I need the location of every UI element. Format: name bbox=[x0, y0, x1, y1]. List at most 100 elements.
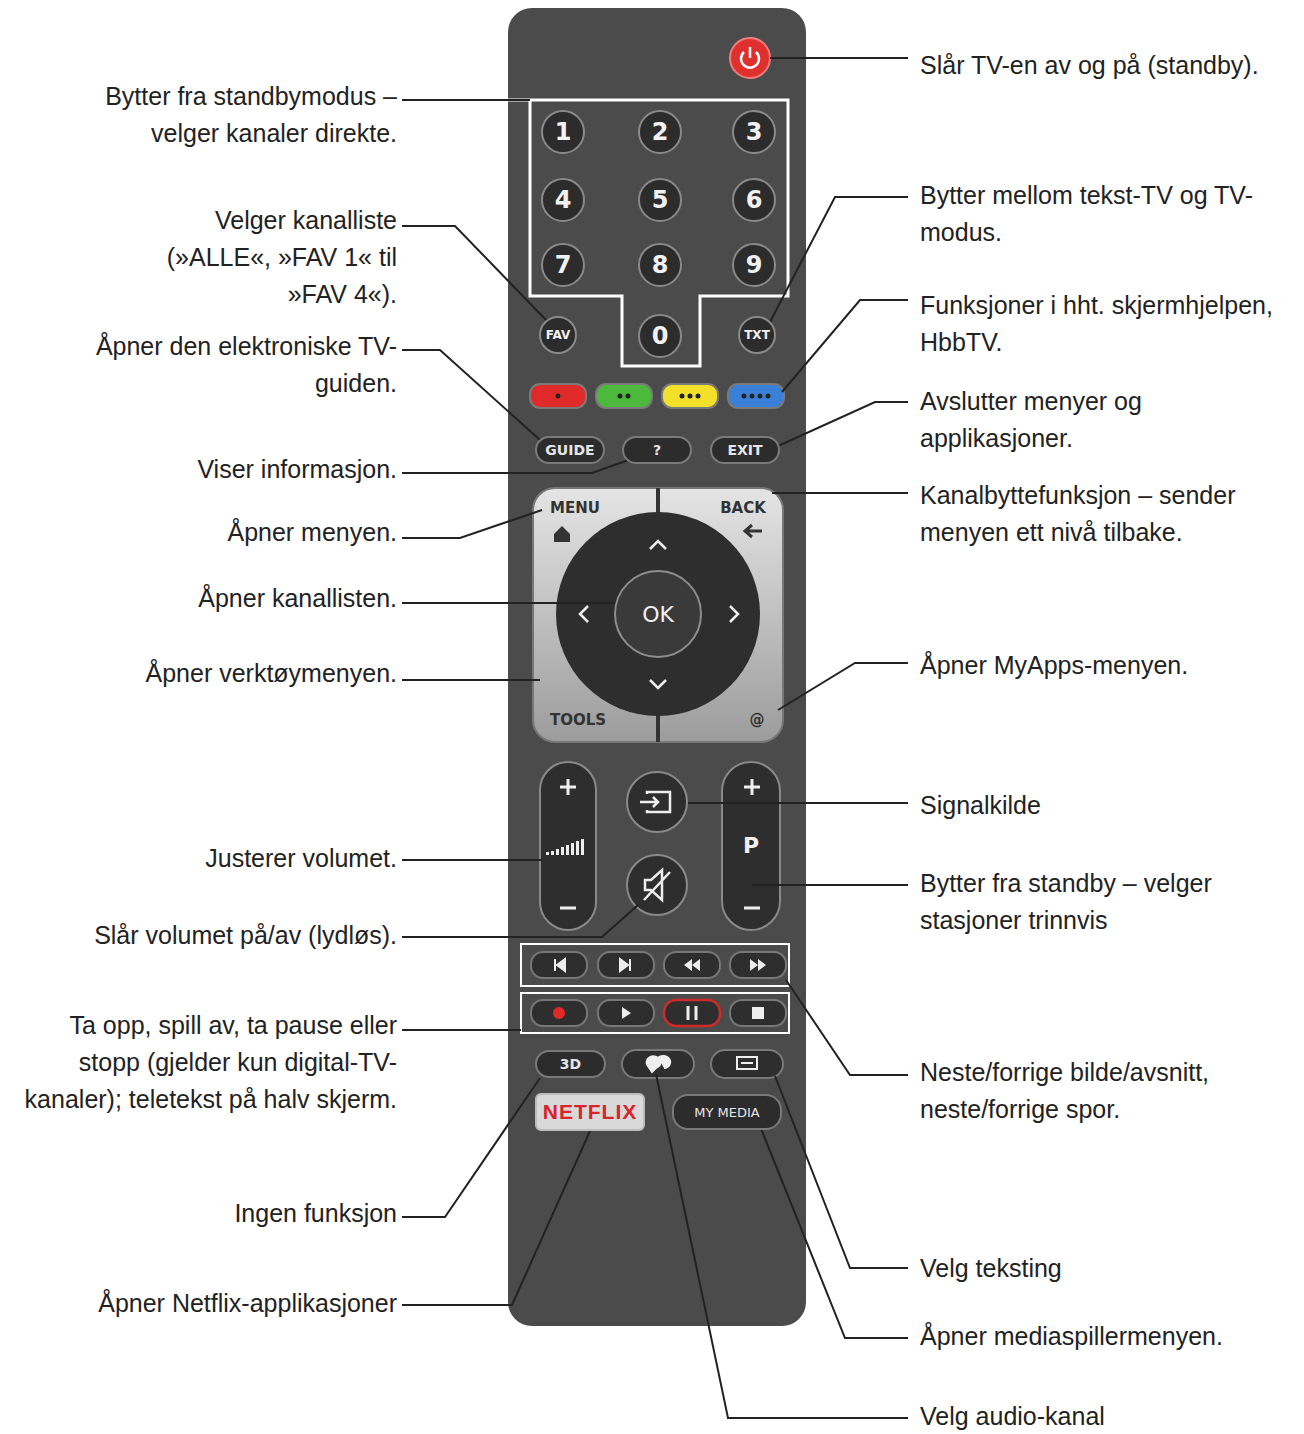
netflix-button: NETFLIX bbox=[535, 1093, 645, 1131]
callout-label: Signalkilde bbox=[920, 787, 1300, 824]
pause-icon bbox=[688, 1006, 696, 1020]
callout-label: Ingen funksjon bbox=[17, 1195, 397, 1232]
button-text: MENU bbox=[550, 499, 600, 517]
plus-symbol bbox=[560, 779, 576, 795]
transport-frame bbox=[521, 944, 789, 986]
callout-label: Kanalbyttefunksjon – sender menyen ett n… bbox=[920, 477, 1265, 551]
button-text: 1 bbox=[555, 118, 572, 146]
play-icon bbox=[622, 1007, 631, 1019]
record-icon bbox=[553, 1007, 565, 1019]
button-dot bbox=[688, 394, 693, 399]
prev-button bbox=[531, 952, 587, 978]
button-text: P bbox=[743, 833, 759, 858]
power-button bbox=[730, 38, 770, 78]
play-button bbox=[598, 1000, 654, 1026]
callout-label: Neste/forrige bilde/avsnitt, neste/forri… bbox=[920, 1054, 1290, 1128]
arrow-right bbox=[730, 606, 738, 622]
button-text: 2 bbox=[652, 118, 669, 146]
number-button: 9 bbox=[732, 243, 776, 287]
audio-icon bbox=[647, 1056, 671, 1072]
audio-button bbox=[622, 1050, 694, 1078]
button-text: 4 bbox=[555, 186, 572, 214]
minus-symbol bbox=[744, 907, 760, 910]
fav-button: FAV bbox=[539, 316, 577, 354]
mymedia-button: MY MEDIA bbox=[672, 1094, 782, 1130]
ok-button: OK bbox=[614, 570, 702, 658]
button-text: ? bbox=[653, 442, 661, 458]
tools-key: TOOLS bbox=[540, 708, 616, 732]
button-dot bbox=[556, 394, 561, 399]
record-button bbox=[531, 1000, 587, 1026]
power-icon bbox=[741, 47, 759, 68]
callout-label: Velg audio-kanal bbox=[920, 1398, 1300, 1434]
button-text: TXT bbox=[744, 328, 770, 342]
plus-symbol bbox=[744, 779, 760, 795]
button-text: 7 bbox=[555, 251, 572, 279]
button-text: 5 bbox=[652, 186, 669, 214]
number-button: 0 bbox=[638, 314, 682, 358]
back-key: BACK bbox=[708, 496, 778, 520]
button-text: 6 bbox=[746, 186, 763, 214]
number-button: 2 bbox=[638, 110, 682, 154]
button-text: EXIT bbox=[727, 442, 762, 458]
callout-label: Slår volumet på/av (lydløs). bbox=[7, 917, 397, 954]
callout-label: Åpner den elektroniske TV-guiden. bbox=[47, 328, 397, 402]
txt-button: TXT bbox=[738, 316, 776, 354]
mute-icon bbox=[644, 870, 670, 900]
button-text: 3D bbox=[560, 1056, 581, 1072]
next-icon bbox=[620, 959, 630, 971]
callout-label: Åpner verktøymenyen. bbox=[17, 655, 397, 692]
info-button: ? bbox=[622, 436, 692, 464]
button-dot bbox=[750, 394, 755, 399]
button-text: 8 bbox=[652, 251, 669, 279]
button-dot bbox=[626, 394, 631, 399]
callout-label: Åpner Netflix-applikasjoner bbox=[7, 1285, 397, 1322]
number-button: 6 bbox=[732, 178, 776, 222]
remote-body bbox=[508, 8, 806, 1326]
button-text: BACK bbox=[720, 499, 766, 517]
button-dot bbox=[766, 394, 771, 399]
red-button bbox=[530, 384, 586, 408]
button-text: NETFLIX bbox=[543, 1100, 638, 1124]
volume-rocker bbox=[540, 762, 596, 930]
button-dot bbox=[618, 394, 623, 399]
button-text: 3 bbox=[746, 118, 763, 146]
program-key: P bbox=[722, 825, 780, 865]
menu-key: MENU bbox=[542, 496, 608, 520]
button-text: OK bbox=[642, 602, 674, 627]
callout-label: Åpner MyApps-menyen. bbox=[920, 647, 1300, 684]
guide-button: GUIDE bbox=[535, 436, 605, 464]
nav-pad bbox=[533, 488, 783, 742]
subtitle-icon bbox=[737, 1057, 757, 1069]
leader-line bbox=[402, 99, 530, 101]
button-text: @ bbox=[750, 711, 765, 729]
arrow-up bbox=[650, 541, 666, 549]
prev-icon bbox=[555, 959, 565, 971]
yellow-button bbox=[662, 384, 718, 408]
button-dot bbox=[696, 394, 701, 399]
callout-label: Avslutter menyer og applikasjoner. bbox=[920, 383, 1300, 457]
minus-symbol bbox=[560, 907, 576, 910]
callout-label: Velg teksting bbox=[920, 1250, 1300, 1287]
button-text: MY MEDIA bbox=[694, 1105, 759, 1120]
button-text: 0 bbox=[652, 322, 669, 350]
back-arrow-icon bbox=[745, 525, 762, 537]
callout-label: Åpner menyen. bbox=[17, 514, 397, 551]
green-button bbox=[596, 384, 652, 408]
callout-label: Funksjoner i hht. skjermhjelpen, HbbTV. bbox=[920, 287, 1295, 361]
nav-ring bbox=[556, 512, 760, 716]
blue-button bbox=[728, 384, 784, 408]
source-button bbox=[627, 772, 687, 832]
callout-label: Viser informasjon. bbox=[17, 451, 397, 488]
stop-button bbox=[730, 1000, 786, 1026]
home-icon bbox=[554, 526, 570, 542]
number-button: 4 bbox=[541, 178, 585, 222]
transport-frame bbox=[521, 993, 789, 1033]
stop-icon bbox=[752, 1007, 764, 1019]
pause-button bbox=[664, 1000, 720, 1026]
exit-button: EXIT bbox=[710, 436, 780, 464]
button-dot bbox=[742, 394, 747, 399]
number-bracket bbox=[402, 100, 788, 366]
